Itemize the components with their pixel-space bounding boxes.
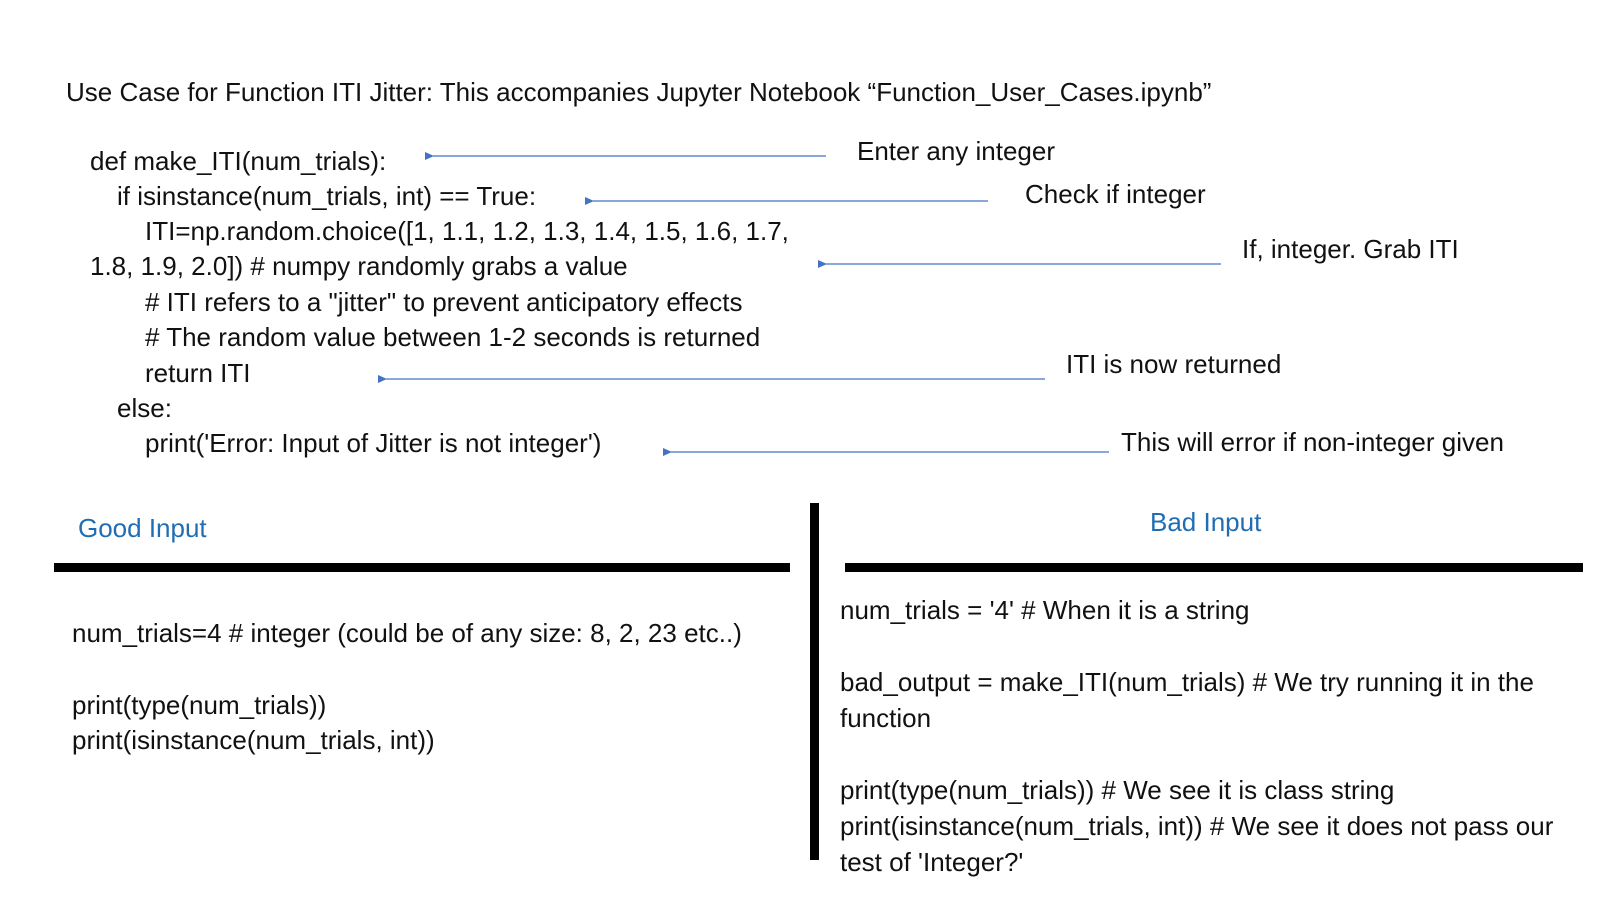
bad-input-line: print(isinstance(num_trials, int)) # We … xyxy=(840,811,1554,841)
code-comment-random: # The random value between 1-2 seconds i… xyxy=(145,322,761,352)
section-vertical-divider xyxy=(810,503,819,860)
code-line-if: if isinstance(num_trials, int) == True: xyxy=(117,181,537,211)
good-input-line: num_trials=4 # integer (could be of any … xyxy=(72,618,742,648)
annotation-iti-returned: ITI is now returned xyxy=(1066,349,1282,379)
page-title: Use Case for Function ITI Jitter: This a… xyxy=(66,77,1212,107)
code-line-print-error: print('Error: Input of Jitter is not int… xyxy=(145,428,602,458)
annotation-grab-iti: If, integer. Grab ITI xyxy=(1242,234,1459,264)
annotation-check-integer: Check if integer xyxy=(1025,179,1206,209)
good-input-line: print(type(num_trials)) xyxy=(72,690,327,720)
bad-input-heading: Bad Input xyxy=(1150,507,1262,537)
code-comment-jitter: # ITI refers to a "jitter" to prevent an… xyxy=(145,287,743,317)
bad-input-line: bad_output = make_ITI(num_trials) # We t… xyxy=(840,667,1534,697)
bad-input-line: num_trials = '4' # When it is a string xyxy=(840,595,1250,625)
good-input-divider xyxy=(54,563,790,572)
bad-input-line: test of 'Integer?' xyxy=(840,847,1024,877)
good-input-heading: Good Input xyxy=(78,513,207,543)
good-input-line: print(isinstance(num_trials, int)) xyxy=(72,725,435,755)
code-line-return: return ITI xyxy=(145,358,251,388)
code-line-iti-assign: ITI=np.random.choice([1, 1.1, 1.2, 1.3, … xyxy=(145,216,789,246)
bad-input-line: print(type(num_trials)) # We see it is c… xyxy=(840,775,1395,805)
bad-input-divider xyxy=(845,563,1583,572)
code-line-else: else: xyxy=(117,393,172,423)
code-line-iti-assign-cont: 1.8, 1.9, 2.0]) # numpy randomly grabs a… xyxy=(90,251,628,281)
bad-input-line: function xyxy=(840,703,932,733)
annotation-enter-integer: Enter any integer xyxy=(857,136,1056,166)
annotation-error-note: This will error if non-integer given xyxy=(1121,427,1504,457)
code-line-def: def make_ITI(num_trials): xyxy=(90,146,387,176)
